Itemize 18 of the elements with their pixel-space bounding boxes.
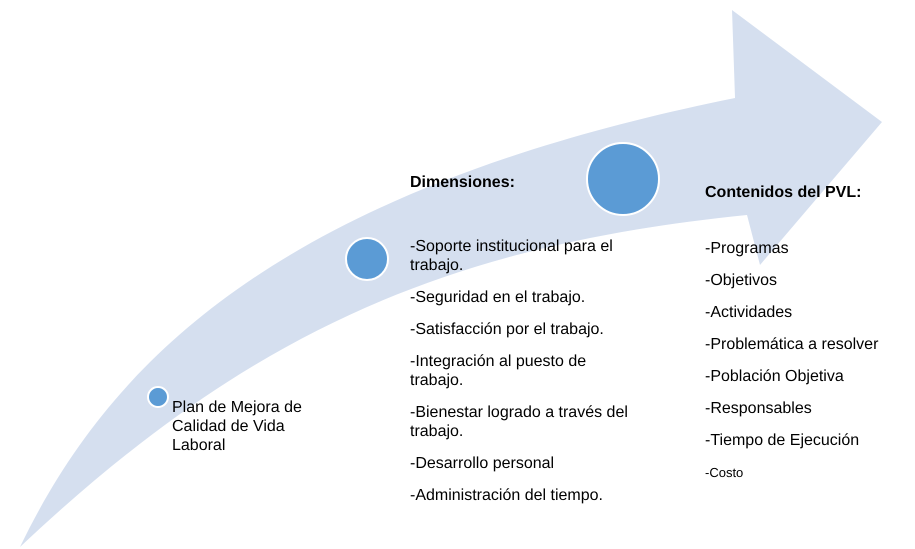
list-item: -Administración del tiempo. bbox=[410, 486, 604, 505]
list-item: -Soporte institucional para el trabajo. bbox=[410, 237, 614, 275]
list-item: -Actividades bbox=[705, 303, 794, 322]
list-item: -Desarrollo personal bbox=[410, 454, 556, 473]
list-item: -Costo bbox=[705, 464, 744, 482]
list-item: -Responsables bbox=[705, 399, 813, 418]
list-item: -Bienestar logrado a través del trabajo. bbox=[410, 403, 629, 441]
list-heading: Dimensiones: bbox=[410, 173, 516, 192]
step-caption: Plan de Mejora de Calidad de Vida Laboral bbox=[172, 398, 303, 455]
list-item: -Población Objetiva bbox=[705, 367, 845, 386]
list-item: -Integración al puesto de trabajo. bbox=[410, 352, 588, 390]
list-item: -Objetivos bbox=[705, 271, 778, 290]
list-item: -Programas bbox=[705, 239, 790, 258]
list-item: -Satisfacción por el trabajo. bbox=[410, 320, 605, 339]
list-item: -Seguridad en el trabajo. bbox=[410, 288, 586, 307]
list-heading: Contenidos del PVL: bbox=[705, 183, 862, 202]
list-item: -Problemática a resolver bbox=[705, 335, 880, 354]
list-item: -Tiempo de Ejecución bbox=[705, 431, 860, 450]
